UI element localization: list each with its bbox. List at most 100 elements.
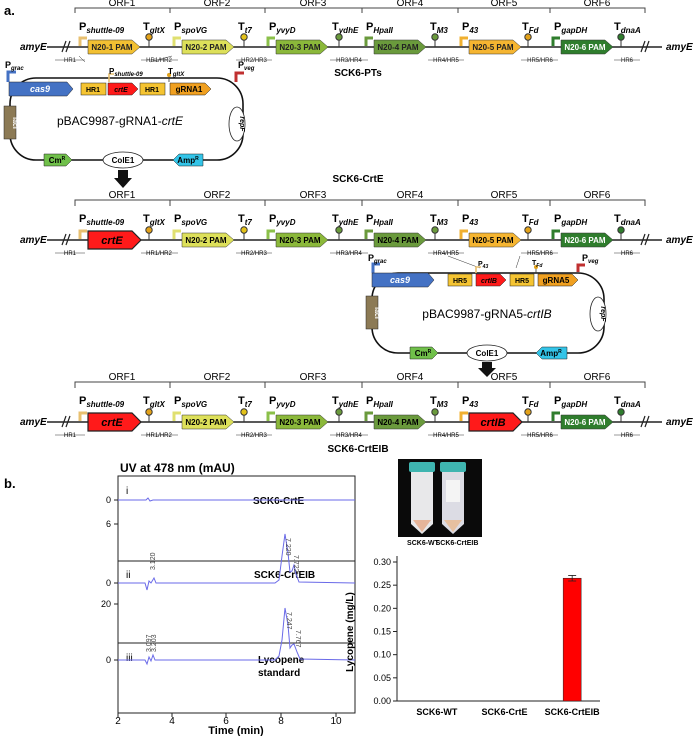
svg-text:N20-5 PAM: N20-5 PAM bbox=[472, 236, 514, 245]
row1-orf6: ORF6 bbox=[584, 0, 611, 9]
hplc-xlabel: Time (min) bbox=[208, 725, 264, 736]
plasmid-1-crtE bbox=[107, 82, 139, 96]
row1-terminator-1: TgltX bbox=[143, 21, 166, 35]
svg-text:N20-6 PAM: N20-6 PAM bbox=[564, 418, 606, 427]
svg-text:TgltX: TgltX bbox=[143, 213, 166, 227]
svg-text:gRNA5: gRNA5 bbox=[543, 276, 570, 285]
svg-text:3.203: 3.203 bbox=[151, 634, 158, 652]
plasmid-1-grna bbox=[169, 82, 212, 96]
svg-text:cas9: cas9 bbox=[30, 84, 50, 94]
svg-text:N20-6 PAM: N20-6 PAM bbox=[564, 236, 606, 245]
plasmid-2-name: pBAC9987-gRNA5-crtIB bbox=[422, 307, 551, 321]
svg-text:lacI: lacI bbox=[373, 307, 380, 319]
svg-text:crtIB: crtIB bbox=[481, 278, 497, 285]
svg-text:CmR: CmR bbox=[49, 156, 66, 165]
svg-text:ORF2: ORF2 bbox=[204, 190, 231, 201]
hplc-frame bbox=[117, 475, 356, 714]
svg-text:HR3/HR4: HR3/HR4 bbox=[336, 58, 362, 64]
row1-gene-2: N20-2 PAM bbox=[185, 43, 227, 52]
svg-text:ORF4: ORF4 bbox=[397, 372, 424, 383]
svg-text:SCK6-CrtEIB: SCK6-CrtEIB bbox=[254, 570, 315, 581]
svg-text:TM3: TM3 bbox=[430, 213, 448, 227]
svg-text:HR4/HR5: HR4/HR5 bbox=[433, 433, 459, 439]
svg-text:HR1: HR1 bbox=[64, 251, 77, 257]
svg-text:0: 0 bbox=[106, 578, 111, 588]
svg-text:Tt7: Tt7 bbox=[238, 213, 252, 227]
svg-text:SCK6-CrtEIB: SCK6-CrtEIB bbox=[436, 540, 479, 547]
plasmid-1-p-veg: Pveg bbox=[238, 60, 255, 72]
hplc-title: UV at 478 nm (mAU) bbox=[120, 461, 235, 475]
svg-text:ORF3: ORF3 bbox=[300, 190, 327, 201]
svg-text:2: 2 bbox=[115, 716, 121, 727]
svg-text:3.097: 3.097 bbox=[146, 634, 153, 652]
row2-orf-brackets: ORF1 ORF2 ORF3 ORF4 ORF5 ORF6 bbox=[74, 190, 646, 206]
row1-gene-5: N20-5 PAM bbox=[472, 43, 514, 52]
row2-title: SCK6-CrtE bbox=[332, 174, 383, 185]
row1-terminator-6: TdnaA bbox=[614, 21, 641, 35]
svg-text:P43: P43 bbox=[462, 213, 479, 227]
svg-text:ORF1: ORF1 bbox=[109, 190, 136, 201]
svg-text:AmpR: AmpR bbox=[177, 156, 199, 165]
svg-text:TdnaA: TdnaA bbox=[614, 395, 641, 409]
svg-text:TydhE: TydhE bbox=[332, 395, 359, 409]
row1-gene-3: N20-3 PAM bbox=[279, 43, 321, 52]
svg-text:3.120: 3.120 bbox=[150, 552, 157, 570]
svg-text:amyE: amyE bbox=[666, 235, 693, 246]
svg-text:HR1: HR1 bbox=[64, 58, 77, 64]
svg-text:PHpaII: PHpaII bbox=[366, 213, 394, 227]
arrow-down-2 bbox=[478, 362, 496, 377]
svg-text:TdnaA: TdnaA bbox=[614, 213, 641, 227]
svg-text:Tt7: Tt7 bbox=[238, 395, 252, 409]
svg-text:TydhE: TydhE bbox=[332, 213, 359, 227]
plasmid-1-amp bbox=[172, 153, 204, 167]
bar-ytick-label: 0.20 bbox=[373, 603, 391, 613]
plasmid-1-cas9 bbox=[8, 81, 74, 97]
plasmid-1: Pgrac cas9 HR1 crtE HR1 gRNA1 Pveg Pshut… bbox=[3, 60, 255, 188]
bar-category-label: SCK6-WT bbox=[416, 707, 457, 717]
svg-text:ColE1: ColE1 bbox=[476, 349, 499, 358]
bar-ytick-label: 0.05 bbox=[373, 673, 391, 683]
svg-text:HR3/HR4: HR3/HR4 bbox=[336, 251, 362, 257]
row1-orf2: ORF2 bbox=[204, 0, 231, 9]
arrow-down-1 bbox=[114, 170, 132, 188]
svg-text:HR1: HR1 bbox=[145, 87, 159, 94]
svg-text:HR6: HR6 bbox=[621, 58, 634, 64]
svg-text:HR5/HR6: HR5/HR6 bbox=[527, 58, 553, 64]
bar-ytick-label: 0.10 bbox=[373, 650, 391, 660]
trace-iii bbox=[118, 607, 356, 666]
row1-terminators bbox=[145, 33, 625, 47]
svg-text:N20-2 PAM: N20-2 PAM bbox=[185, 418, 227, 427]
svg-text:P43: P43 bbox=[478, 261, 488, 270]
svg-text:repF: repF bbox=[238, 116, 245, 132]
svg-text:cas9: cas9 bbox=[390, 275, 410, 285]
svg-text:TFd: TFd bbox=[522, 395, 540, 409]
svg-text:HR1: HR1 bbox=[64, 433, 77, 439]
svg-text:ORF3: ORF3 bbox=[300, 372, 327, 383]
svg-text:6: 6 bbox=[223, 716, 229, 727]
row1-promoter-arrows bbox=[78, 36, 560, 46]
svg-text:N20-3 PAM: N20-3 PAM bbox=[279, 418, 321, 427]
svg-text:Pshuttle-09: Pshuttle-09 bbox=[79, 213, 125, 227]
svg-text:ORF5: ORF5 bbox=[491, 372, 518, 383]
svg-text:N20-3 PAM: N20-3 PAM bbox=[279, 236, 321, 245]
svg-text:TFd: TFd bbox=[522, 213, 540, 227]
plasmid-2: Pgrac cas9 HR5 crtIB HR5 gRNA5 Pveg P43 … bbox=[365, 253, 607, 377]
bar-category-label: SCK6-CrtE bbox=[481, 707, 527, 717]
bar-category-label: SCK6-CrtEIB bbox=[545, 707, 601, 717]
plasmid-1-hr-left bbox=[80, 82, 107, 96]
bar-ytick-label: 0.15 bbox=[373, 627, 391, 637]
svg-text:PspoVG: PspoVG bbox=[174, 395, 207, 409]
svg-text:20: 20 bbox=[101, 599, 111, 609]
svg-text:HR2/HR3: HR2/HR3 bbox=[241, 251, 267, 257]
lycopene-bar-chart: Lycopene (mg/L) 0.000.050.100.150.200.25… bbox=[345, 556, 600, 717]
plasmid-1-hr-right bbox=[139, 82, 166, 96]
panel-a-label: a. bbox=[4, 3, 15, 18]
svg-text:8: 8 bbox=[278, 716, 284, 727]
row1-orf5: ORF5 bbox=[491, 0, 518, 9]
row1-promoter-1: Pshuttle-09 bbox=[79, 21, 125, 35]
row3-title: SCK6-CrtEIB bbox=[327, 444, 388, 455]
svg-text:PspoVG: PspoVG bbox=[174, 213, 207, 227]
svg-text:7.247: 7.247 bbox=[285, 612, 292, 630]
svg-text:amyE: amyE bbox=[666, 417, 693, 428]
svg-text:ColE1: ColE1 bbox=[112, 156, 135, 165]
